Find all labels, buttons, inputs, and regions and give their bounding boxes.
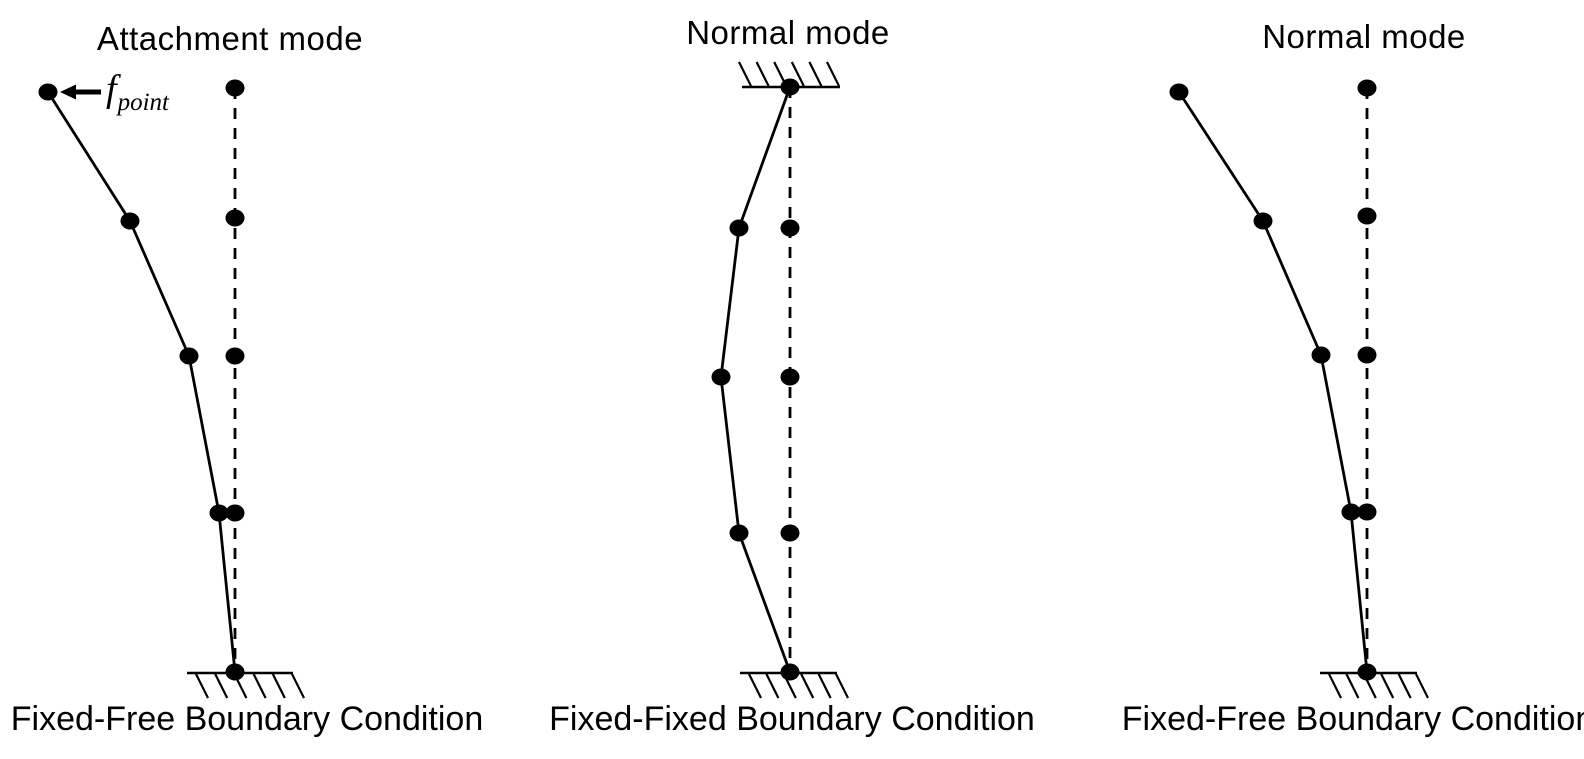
force-label-symbol: f (106, 68, 117, 110)
undeformed-node-dot (1357, 207, 1377, 225)
hatch-mark (835, 673, 849, 699)
deformed-node-dot (225, 663, 245, 681)
force-point-label: fpoint (106, 68, 169, 115)
undeformed-node-dot (780, 368, 800, 386)
force-label-subscript: point (117, 89, 169, 116)
undeformed-node-dot (780, 524, 800, 542)
hatch-mark (195, 673, 209, 699)
panel-caption-fixed-free-left: Fixed-Free Boundary Condition (10, 700, 484, 738)
undeformed-node-dot (1357, 503, 1377, 521)
panel-title-normal-mode-middle: Normal mode (686, 14, 890, 51)
hatch-mark (1415, 673, 1429, 699)
undeformed-node-dot (780, 219, 800, 237)
undeformed-node-dot (1357, 346, 1377, 364)
deformed-node-dot (38, 83, 58, 101)
deformed-node-dot (1169, 83, 1189, 101)
deformed-node-dot (1253, 212, 1273, 230)
undeformed-node-dot (225, 347, 245, 365)
deformed-node-dot (1311, 346, 1331, 364)
hatch-mark (755, 61, 770, 87)
hatch-mark (808, 61, 823, 87)
hatch-mark (1380, 673, 1395, 699)
deformed-node-dot (711, 368, 731, 386)
hatch-mark (214, 673, 229, 699)
hatch-mark (826, 61, 840, 87)
deformed-node-dot (120, 212, 140, 230)
hatch-mark (765, 673, 780, 699)
force-arrow-head (60, 84, 76, 100)
mode-shape-line (46, 91, 237, 673)
undeformed-node-dot (225, 504, 245, 522)
hatch-mark (790, 61, 805, 87)
panel-caption-fixed-fixed: Fixed-Fixed Boundary Condition (549, 700, 1035, 738)
deformed-node-dot (780, 663, 800, 681)
hatch-mark (800, 673, 815, 699)
hatch-mark (291, 673, 305, 699)
hatch-mark (738, 61, 752, 87)
deformed-node-dot (1357, 663, 1377, 681)
deformed-node-dot (780, 78, 800, 96)
deformed-node-dot (179, 347, 199, 365)
hatch-mark (271, 673, 286, 699)
hatch-mark (817, 673, 832, 699)
deformed-node-dot (1341, 503, 1361, 521)
panel-title-normal-mode-right: Normal mode (1262, 18, 1466, 55)
hatch-mark (1345, 673, 1360, 699)
hatch-mark (252, 673, 267, 699)
hatch-mark (1397, 673, 1412, 699)
mode-shape-line (719, 86, 792, 673)
hatch-mark (748, 673, 762, 699)
undeformed-node-dot (225, 209, 245, 227)
panel-caption-fixed-free-right: Fixed-Free Boundary Condition (1121, 700, 1584, 738)
hatch-mark (1328, 673, 1342, 699)
deformed-node-dot (209, 504, 229, 522)
undeformed-node-dot (1357, 79, 1377, 97)
deformed-node-dot (729, 219, 749, 237)
panel-title-attachment-mode: Attachment mode (96, 20, 364, 57)
mode-shape-line (1177, 91, 1369, 673)
undeformed-node-dot (225, 79, 245, 97)
deformed-node-dot (729, 524, 749, 542)
